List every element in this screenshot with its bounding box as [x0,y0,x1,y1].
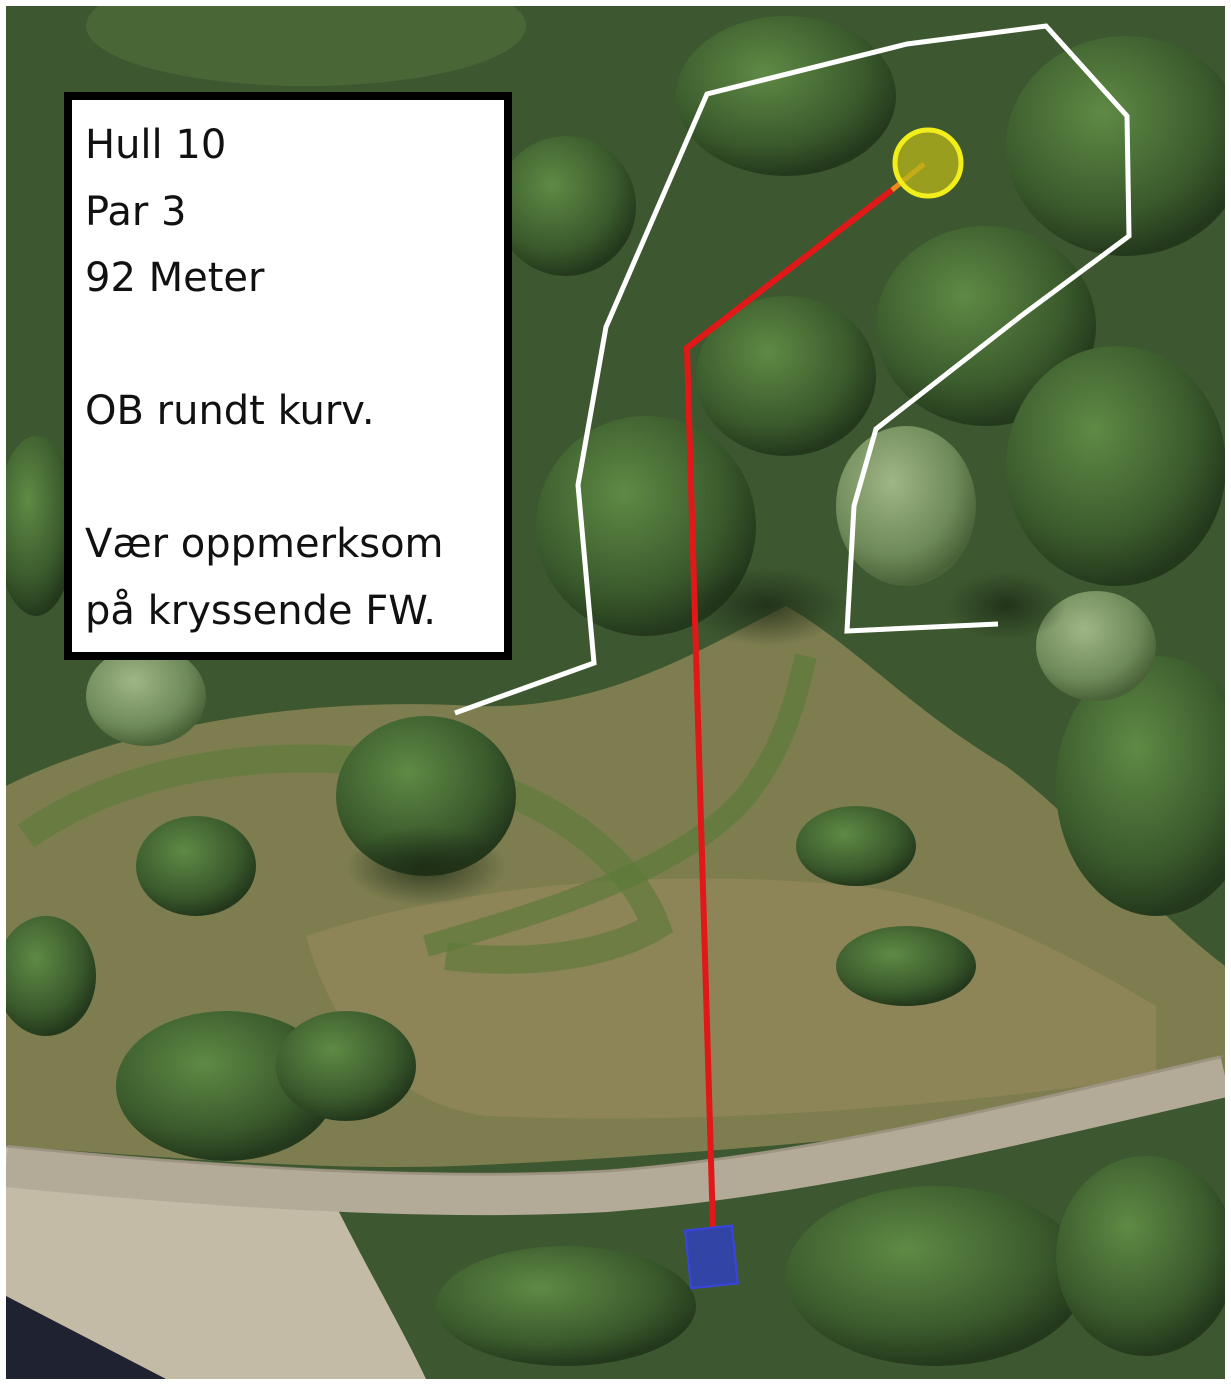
ob-boundary-line [454,23,1132,716]
tee-pad-marker[interactable] [683,1224,739,1290]
road-edge [6,1054,1225,1176]
basket-marker[interactable] [892,127,964,199]
map-frame: Hull 10 Par 3 92 Meter OB rundt kurv. Væ… [6,6,1225,1379]
aerial-map[interactable] [6,6,1225,1379]
tree-canopies [6,6,1225,1366]
warning-note-line-1: Vær oppmerksom [85,521,444,567]
hole-number: Hull 10 [85,122,227,168]
fairway-strip [17,744,674,974]
warning-note-line-2: på kryssende FW. [85,587,436,634]
fairway-curve [422,653,817,957]
hole-par: Par 3 [85,188,187,235]
building-roof [6,1296,166,1379]
road [6,1055,1225,1216]
hole-distance: 92 Meter [85,255,265,301]
hole-info-text: Hull 10 Par 3 92 Meter OB rundt kurv. Væ… [85,112,444,644]
throw-line [683,187,894,1229]
ob-note: OB rundt kurv. [85,388,375,434]
blank-line [85,445,444,512]
blank-line [85,312,444,379]
hole-info-panel: Hull 10 Par 3 92 Meter OB rundt kurv. Væ… [64,92,512,660]
